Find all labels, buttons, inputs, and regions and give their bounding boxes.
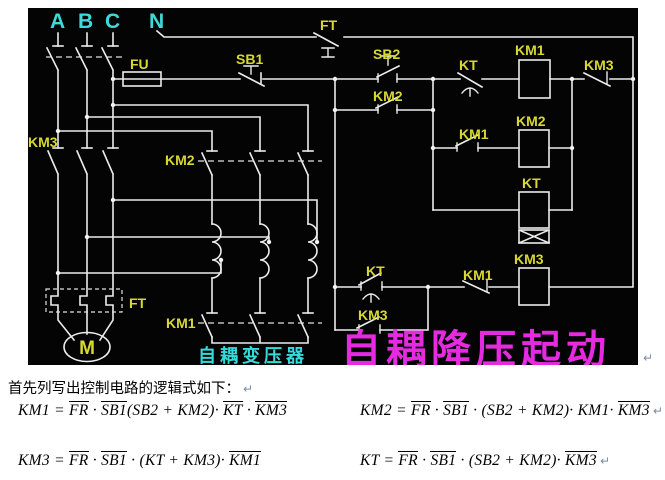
caption-banner: 自耦降压起动 <box>341 328 611 365</box>
equation-km2: KM2 = FR · SB1 · (SB2 + KM2)· KM1· KM3↵ <box>360 401 663 419</box>
label-sb1: SB1 <box>236 51 263 67</box>
label-kt-no-contact: KT <box>366 263 385 279</box>
equation-km1: KM1 = FR · SB1(SB2 + KM2)· KT · KM3 <box>18 401 288 419</box>
label-ft-contact: FT <box>320 17 338 33</box>
label-sb2: SB2 <box>373 46 400 62</box>
intro-text: 首先列写出控制电路的逻辑式如下：↵ <box>8 377 253 398</box>
km3-coil <box>518 267 550 306</box>
contact-linkages <box>45 56 322 324</box>
label-km3-nc-contact: KM3 <box>584 57 614 73</box>
equation-km3: KM3 = FR · SB1 · (KT + KM3)· KM1 <box>18 451 261 469</box>
circuit-panel: A B C N FT FU SB1 SB2 KM2 KT KM1 KM3 KM1… <box>28 8 638 365</box>
label-kt-coil: KT <box>522 175 541 191</box>
label-km2-main: KM2 <box>165 152 195 168</box>
circuit-diagram: A B C N FT FU SB1 SB2 KM2 KT KM1 KM3 KM1… <box>28 10 636 365</box>
wires <box>45 29 634 344</box>
label-km3-no-contact: KM3 <box>358 307 388 323</box>
label-phase-b: B <box>78 10 93 33</box>
thermal-relay-box <box>45 288 123 313</box>
fuse-fu <box>122 71 162 87</box>
paragraph-mark: ↵ <box>643 351 654 365</box>
junction-dots <box>55 76 636 290</box>
km1-coil <box>518 59 551 99</box>
label-km3-coil: KM3 <box>514 251 544 267</box>
label-kt-nc-contact: KT <box>459 57 478 73</box>
kt-coil <box>518 191 550 229</box>
coils <box>63 59 551 363</box>
equation-kt: KT = FR · SB1 · (SB2 + KM2)· KM3↵ <box>360 451 610 469</box>
kt-delay-box <box>518 229 550 244</box>
label-km1-coil: KM1 <box>515 42 545 58</box>
paragraph-mark: ↵ <box>243 382 254 396</box>
motor-circle <box>63 331 111 363</box>
label-fu: FU <box>130 56 149 72</box>
label-motor: M <box>79 338 95 359</box>
label-phase-a: A <box>50 10 65 33</box>
intro-text-content: 首先列写出控制电路的逻辑式如下： <box>8 381 240 397</box>
label-phase-n: N <box>149 10 164 33</box>
label-km1-main: KM1 <box>166 315 196 331</box>
label-km1-no-contact: KM1 <box>459 126 489 142</box>
label-km3-main: KM3 <box>28 134 58 150</box>
label-km2-coil: KM2 <box>516 113 546 129</box>
label-km1-nc-contact: KM1 <box>463 267 493 283</box>
caption-transformer: 自耦变压器 <box>198 345 308 365</box>
km2-coil <box>518 129 550 168</box>
label-km2-aux-contact: KM2 <box>373 88 403 104</box>
label-ft-main: FT <box>129 295 147 311</box>
label-phase-c: C <box>105 10 120 33</box>
